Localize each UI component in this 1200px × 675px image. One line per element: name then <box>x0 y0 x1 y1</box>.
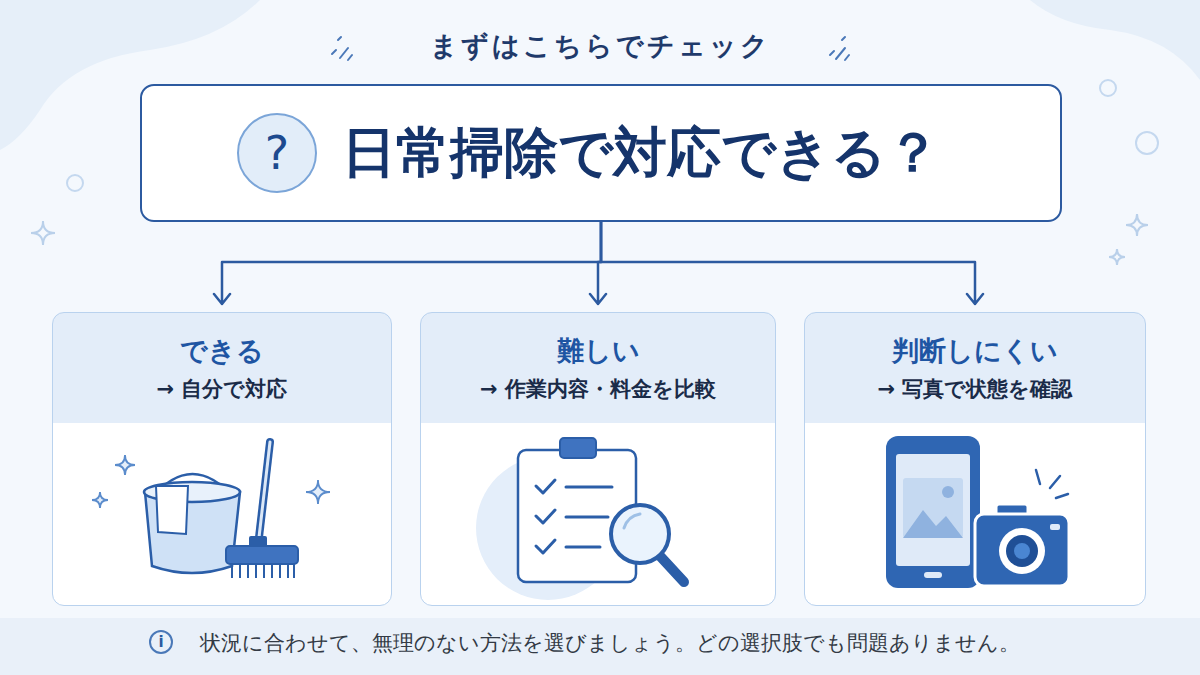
clipboard-magnifier-icon <box>476 438 684 600</box>
background-decor-part <box>67 175 83 191</box>
clipboard-magnifier-icon-part-part <box>536 510 555 523</box>
bucket-mop-icon-part-part <box>279 564 281 578</box>
clipboard-magnifier-icon-part-part <box>566 486 612 489</box>
option-card: 難しい → 作業内容・料金を比較 <box>420 312 776 606</box>
clipboard-magnifier-icon-part <box>536 480 612 553</box>
caption: 状況に合わせて、無理のない方法を選びましょう。どの選択肢でも問題ありません。 <box>200 629 1020 657</box>
clipboard-magnifier-icon-part-part <box>536 540 555 553</box>
bucket-mop-icon-part-part <box>271 564 273 578</box>
background-decor-part <box>1136 132 1158 154</box>
background-decor-part-part <box>836 48 845 59</box>
option-card: できる → 自分で対応 <box>52 312 392 606</box>
background-decor-part <box>1109 249 1125 265</box>
clipboard-magnifier-icon-part-part <box>566 546 600 549</box>
clipboard-magnifier-icon-part <box>560 438 596 458</box>
bucket-mop-icon-part <box>232 564 294 578</box>
question-circle: ? <box>237 113 317 193</box>
background-decor-part-part <box>348 55 352 60</box>
phone-camera-icon-part <box>1014 543 1030 559</box>
node-heading: 日常掃除で対応できる？ <box>342 86 1050 220</box>
phone-camera-icon-part <box>896 454 970 566</box>
bucket-mop-icon-part <box>150 474 236 500</box>
clipboard-magnifier-icon-part-part <box>566 516 608 519</box>
info-letter: i <box>158 633 163 651</box>
node-text: → 写真で状態を確認 <box>805 375 1145 403</box>
branch-arrow <box>590 222 606 304</box>
node-heading: ? <box>265 130 289 176</box>
bucket-mop-icon-part-part <box>239 564 241 578</box>
node-text: → 作業内容・料金を比較 <box>421 375 775 403</box>
clipboard-magnifier-icon-part <box>518 450 636 582</box>
question-box: 日常掃除で対応できる？? <box>140 84 1062 222</box>
phone-camera-icon-part <box>903 478 963 538</box>
phone-camera-icon-part <box>1036 470 1068 498</box>
phone-camera-icon-part <box>999 528 1045 574</box>
bucket-mop-icon-part <box>144 482 240 502</box>
phone-camera-icon-part <box>1006 535 1038 567</box>
background-decor-part <box>1100 80 1116 96</box>
bucket-mop-icon-part-part <box>247 564 249 578</box>
phone-camera-icon-part <box>942 486 954 498</box>
phone-camera-icon-part <box>886 436 980 588</box>
bucket-mop-icon <box>92 442 330 578</box>
bucket-mop-icon-part <box>258 442 270 546</box>
bucket-mop-icon-part-part <box>263 564 265 578</box>
clipboard-magnifier-icon-part <box>611 505 669 563</box>
phone-camera-icon-part-part <box>1036 470 1040 484</box>
bucket-mop-icon-part <box>145 492 240 573</box>
clipboard-magnifier-icon-part <box>624 514 640 528</box>
clipboard-magnifier-icon-part-part <box>536 480 555 493</box>
bucket-mop-icon-part-part <box>293 564 295 578</box>
bucket-mop-icon-part-part <box>255 564 257 578</box>
bucket-mop-icon-part <box>306 480 330 504</box>
node-heading: 判断しにくい <box>805 333 1145 369</box>
background-decor-part-part <box>340 48 348 58</box>
bucket-mop-icon-part-part <box>231 564 233 578</box>
node-heading: 難しい <box>421 333 775 369</box>
option-card: 判断しにくい → 写真で状態を確認 <box>804 312 1146 606</box>
node-heading: できる <box>53 333 391 369</box>
phone-camera-icon-part-part <box>1050 476 1060 488</box>
phone-camera-icon-part <box>975 514 1069 586</box>
bucket-mop-icon-part <box>249 536 267 548</box>
title: まずはこちらでチェック <box>0 28 1200 64</box>
phone-camera-icon-part <box>996 504 1028 520</box>
background-decor-part <box>1126 214 1148 236</box>
branch-arrow <box>214 222 601 304</box>
background-decor-part-part <box>338 37 341 40</box>
background-decor-part-part <box>332 50 336 54</box>
branch-arrow <box>601 222 983 304</box>
node-text: → 自分で対応 <box>53 375 391 403</box>
clipboard-magnifier-icon-part <box>476 456 620 600</box>
bucket-mop-icon-part <box>92 492 108 508</box>
phone-camera-icon-part <box>924 572 942 578</box>
bucket-mop-icon-part-part <box>287 564 289 578</box>
phone-camera-icon-part <box>1050 524 1060 530</box>
background-decor-part-part <box>830 51 834 55</box>
phone-camera-icon <box>886 436 1069 588</box>
bucket-mop-icon-part <box>156 486 188 534</box>
clipboard-magnifier-icon-part <box>660 556 684 582</box>
background-decor-part <box>1030 0 1200 80</box>
bucket-mop-icon-part <box>115 455 135 475</box>
bucket-mop-icon-part <box>226 546 298 564</box>
background-decor-part-part <box>842 37 845 40</box>
phone-camera-icon-part <box>903 510 963 538</box>
info-icon: i <box>149 630 173 654</box>
background-decor-part-part <box>845 55 849 60</box>
background-decor-part <box>31 221 55 245</box>
bucket-mop-icon-part <box>258 442 270 546</box>
phone-camera-icon-part-part <box>1056 494 1068 498</box>
